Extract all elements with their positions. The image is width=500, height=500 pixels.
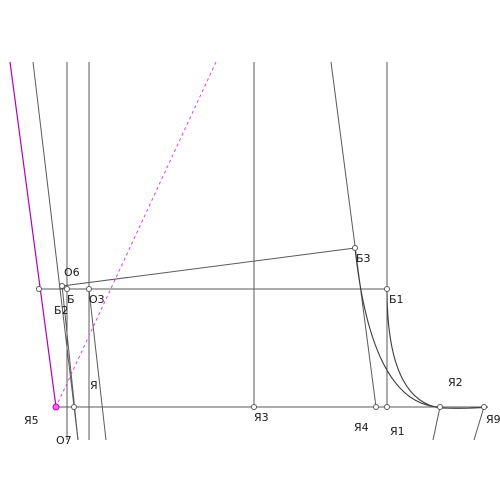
label-b1: Б1	[389, 293, 404, 306]
point-b[interactable]	[64, 286, 70, 292]
point-ya2[interactable]	[437, 404, 443, 410]
point-b1[interactable]	[384, 286, 390, 292]
point-b2[interactable]	[36, 286, 42, 292]
curve-b3-ya2	[354, 247, 441, 408]
point-ya1[interactable]	[384, 404, 390, 410]
slanted-line-o3-down	[88, 289, 107, 441]
line-below-ya2	[432, 406, 441, 441]
label-o6: О6	[64, 266, 80, 279]
curve-b1-ya9	[386, 288, 489, 409]
slanted-line-inner	[61, 284, 79, 441]
point-ya[interactable]	[71, 404, 77, 410]
label-ya5: Я5	[24, 414, 39, 427]
point-o6[interactable]	[59, 283, 65, 289]
slanted-line-b3	[330, 61, 377, 408]
slanted-line-outer	[32, 61, 79, 441]
point-ya5[interactable]	[52, 403, 60, 411]
label-ya9: Я9	[486, 413, 500, 426]
point-b3[interactable]	[352, 245, 358, 251]
label-o3: О3	[89, 293, 105, 306]
line-below-ya9	[473, 406, 485, 441]
label-o7: О7	[56, 434, 72, 447]
magenta-dashed-line	[55, 61, 217, 408]
label-b2: Б2	[54, 304, 69, 317]
label-b3: Б3	[356, 252, 371, 265]
point-o3[interactable]	[86, 286, 92, 292]
line-o6-b3	[61, 247, 356, 287]
point-ya4[interactable]	[373, 404, 379, 410]
label-ya2: Я2	[448, 376, 463, 389]
magenta-side-line	[9, 61, 57, 408]
label-ya4: Я4	[354, 421, 369, 434]
label-ya3: Я3	[254, 411, 269, 424]
point-ya3[interactable]	[251, 404, 257, 410]
label-ya: Я	[90, 379, 98, 392]
label-b: Б	[67, 293, 75, 306]
point-ya9[interactable]	[481, 404, 487, 410]
label-ya1: Я1	[390, 425, 405, 438]
